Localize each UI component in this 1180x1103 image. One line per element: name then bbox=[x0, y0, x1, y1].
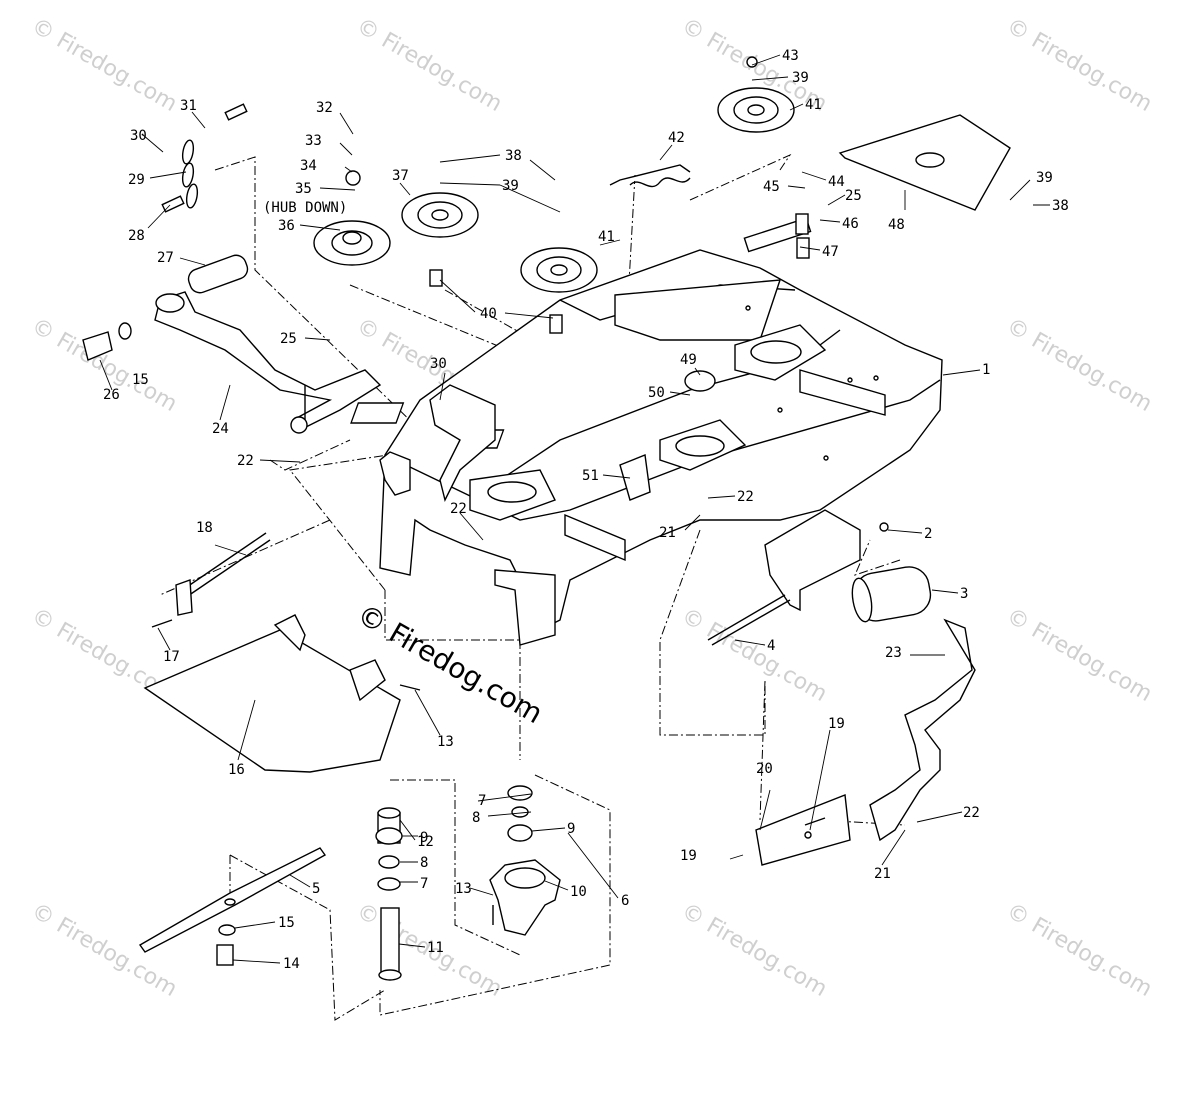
callout-39: 39 bbox=[502, 178, 519, 194]
callout-35: 35 bbox=[295, 181, 312, 197]
baffle bbox=[143, 614, 421, 773]
callout-29: 29 bbox=[128, 172, 145, 188]
chain bbox=[161, 103, 248, 213]
callout-2: 2 bbox=[924, 526, 932, 542]
callout-47: 47 bbox=[822, 244, 839, 260]
callout-19: 19 bbox=[680, 848, 697, 864]
lift-arm bbox=[82, 254, 382, 434]
callout-48: 48 bbox=[888, 217, 905, 233]
callout-12: 12 bbox=[417, 834, 434, 850]
callout-21: 21 bbox=[659, 525, 676, 541]
callout-27: 27 bbox=[157, 250, 174, 266]
callout-39: 39 bbox=[792, 70, 809, 86]
callout-5: 5 bbox=[312, 881, 320, 897]
callout-20: 20 bbox=[756, 761, 773, 777]
callout-31: 31 bbox=[180, 98, 197, 114]
roller-assembly bbox=[707, 509, 932, 646]
callout-10: 10 bbox=[570, 884, 587, 900]
callout-13: 13 bbox=[455, 881, 472, 897]
callout-40: 40 bbox=[480, 306, 497, 322]
callout-13: 13 bbox=[437, 734, 454, 750]
pulleys bbox=[313, 87, 795, 334]
callout-19: 19 bbox=[828, 716, 845, 732]
callout-4: 4 bbox=[767, 638, 775, 654]
callout-26: 26 bbox=[103, 387, 120, 403]
rod-assembly bbox=[151, 532, 271, 628]
watermark: © Firedog.com bbox=[352, 14, 506, 117]
callout-7: 7 bbox=[420, 876, 428, 892]
callout-37: 37 bbox=[392, 168, 409, 184]
callout-25: 25 bbox=[845, 188, 862, 204]
spindle-stack bbox=[375, 785, 561, 981]
callout-22: 22 bbox=[237, 453, 254, 469]
callout-1: 1 bbox=[982, 362, 990, 378]
callout-9: 9 bbox=[567, 821, 575, 837]
watermark: © Firedog.com bbox=[27, 14, 181, 117]
callout-8: 8 bbox=[420, 855, 428, 871]
callout-49: 49 bbox=[680, 352, 697, 368]
blade-assembly bbox=[138, 847, 327, 966]
callout-21: 21 bbox=[874, 866, 891, 882]
callout-50: 50 bbox=[648, 385, 665, 401]
callout-23: 23 bbox=[885, 645, 902, 661]
callout-11: 11 bbox=[427, 940, 444, 956]
callout-39: 39 bbox=[1036, 170, 1053, 186]
callout-38: 38 bbox=[505, 148, 522, 164]
watermark: © Firedog.com bbox=[1002, 899, 1156, 1002]
small-hardware bbox=[345, 56, 1011, 501]
callout-30: 30 bbox=[130, 128, 147, 144]
callout-32: 32 bbox=[316, 100, 333, 116]
callout-18: 18 bbox=[196, 520, 213, 536]
watermark: © Firedog.com bbox=[1002, 14, 1156, 117]
callout-14: 14 bbox=[283, 956, 300, 972]
callout-51: 51 bbox=[582, 468, 599, 484]
callout-24: 24 bbox=[212, 421, 229, 437]
callout-22: 22 bbox=[737, 489, 754, 505]
callout-8: 8 bbox=[472, 810, 480, 826]
callout-38: 38 bbox=[1052, 198, 1069, 214]
callout-45: 45 bbox=[763, 179, 780, 195]
watermark: © Firedog.com bbox=[677, 899, 831, 1002]
callout-6: 6 bbox=[621, 893, 629, 909]
callout-16: 16 bbox=[228, 762, 245, 778]
callout-34: 34 bbox=[300, 158, 317, 174]
callout-30: 30 bbox=[430, 356, 447, 372]
callout-17: 17 bbox=[163, 649, 180, 665]
callout-labels: 1 2 3 4 5 6 7 7 8 8 9 9 10 11 12 13 13 1… bbox=[103, 48, 1069, 972]
leader-lines bbox=[99, 54, 1050, 964]
side-shields bbox=[755, 618, 976, 866]
deck-housing bbox=[350, 249, 943, 646]
callout-22: 22 bbox=[963, 805, 980, 821]
callout-36: 36 bbox=[278, 218, 295, 234]
hub-down-note: (HUB DOWN) bbox=[263, 200, 347, 216]
watermark: © Firedog.com bbox=[677, 604, 831, 707]
watermark: © Firedog.com bbox=[27, 899, 181, 1002]
callout-41: 41 bbox=[598, 229, 615, 245]
callout-3: 3 bbox=[960, 586, 968, 602]
watermark: © Firedog.com bbox=[1002, 314, 1156, 417]
callout-25: 25 bbox=[280, 331, 297, 347]
callout-46: 46 bbox=[842, 216, 859, 232]
callout-22: 22 bbox=[450, 501, 467, 517]
callout-44: 44 bbox=[828, 174, 845, 190]
callout-28: 28 bbox=[128, 228, 145, 244]
callout-15: 15 bbox=[278, 915, 295, 931]
callout-33: 33 bbox=[305, 133, 322, 149]
callout-42: 42 bbox=[668, 130, 685, 146]
callout-7: 7 bbox=[478, 793, 486, 809]
callout-9: 9 bbox=[420, 830, 428, 846]
callout-15: 15 bbox=[132, 372, 149, 388]
callout-41: 41 bbox=[805, 97, 822, 113]
watermark: © Firedog.com bbox=[1002, 604, 1156, 707]
callout-43: 43 bbox=[782, 48, 799, 64]
